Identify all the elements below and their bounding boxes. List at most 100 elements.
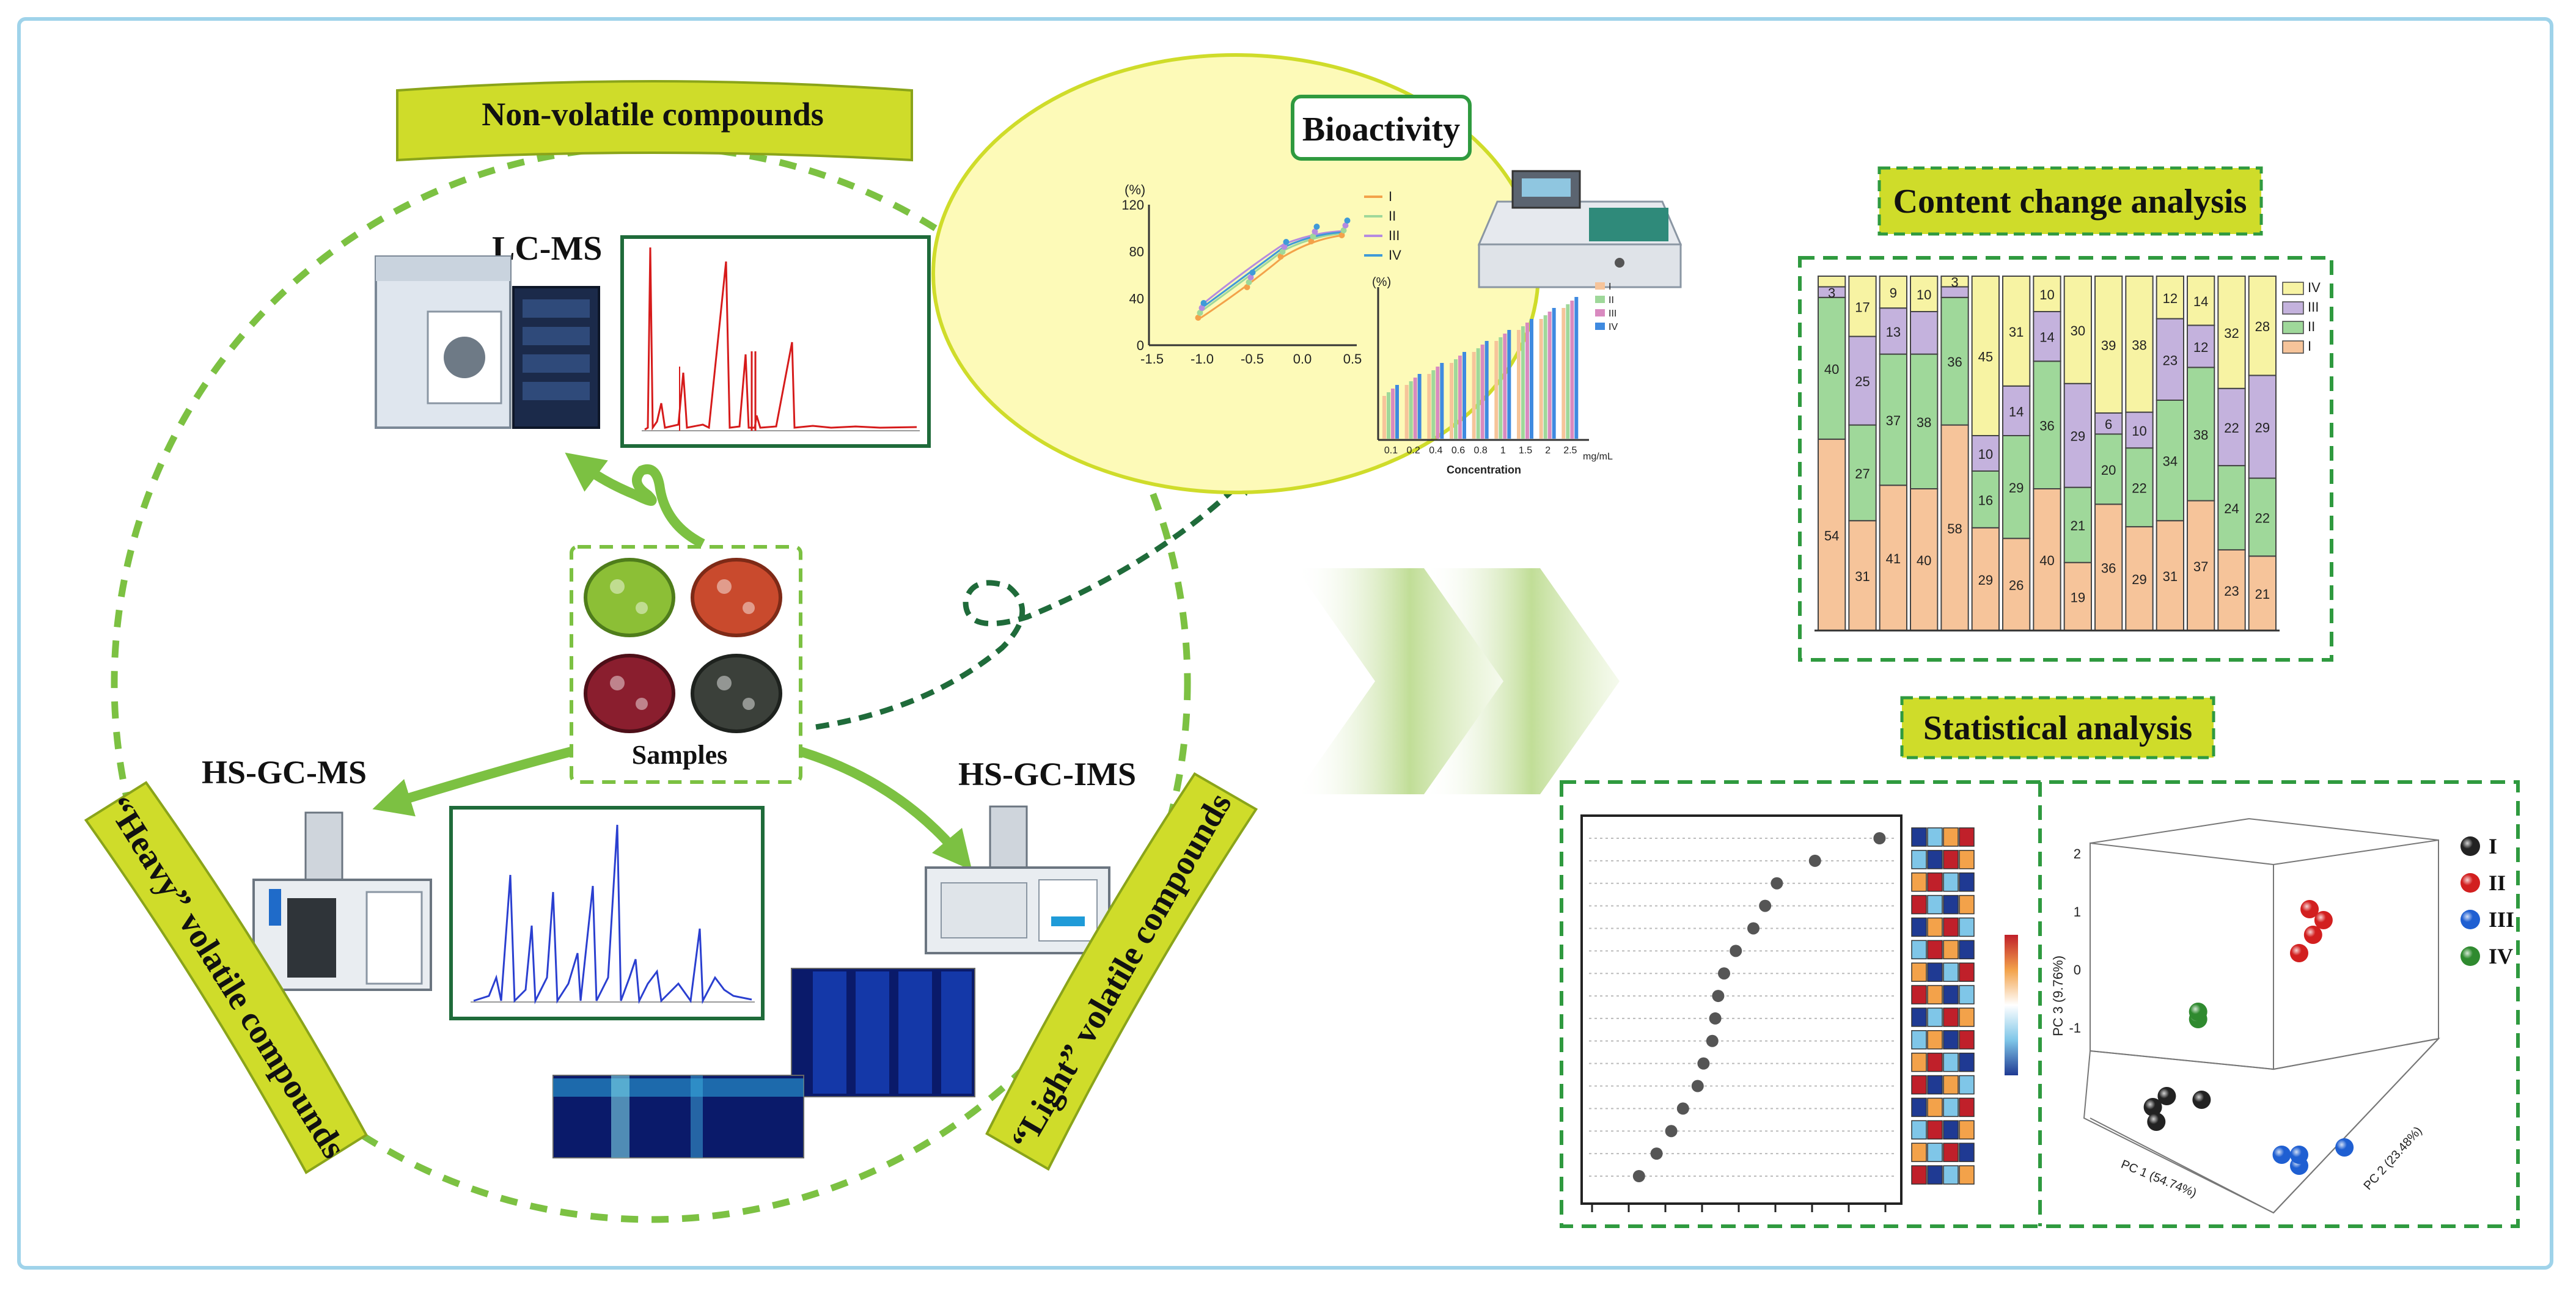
bio-line-point — [1249, 269, 1256, 276]
stack-label: 38 — [2193, 427, 2208, 442]
stack-segment — [2217, 549, 2246, 631]
pca-z-tick: 0 — [2074, 962, 2081, 978]
stack-segment — [2248, 375, 2277, 479]
stack-label: 9 — [1890, 285, 1897, 301]
lollipop-point — [1759, 899, 1772, 912]
pca-point-highlight — [2335, 1138, 2354, 1157]
bio-line-point — [1279, 249, 1286, 255]
bio-bar-xtick: 0.1 — [1384, 445, 1398, 456]
stack-segment — [1971, 435, 2000, 472]
bio-bar — [1417, 374, 1422, 439]
stack-segment — [1971, 276, 2000, 436]
stack-segment — [2033, 311, 2061, 362]
heatmap-cell — [1927, 962, 1943, 982]
bio-line-point — [1197, 310, 1203, 316]
bio-bar — [1525, 323, 1529, 439]
stack-label: 22 — [2132, 481, 2146, 496]
pca-legend-marker-highlight — [2460, 946, 2480, 966]
bio-line-yunit: (%) — [1125, 182, 1145, 197]
stack-segment — [1818, 438, 1846, 631]
bio-line-legend-label: IV — [1389, 247, 1401, 263]
bio-bar — [1431, 370, 1436, 439]
heatmap-cell — [1911, 1097, 1927, 1117]
bio-bar-legend-swatch — [1595, 282, 1605, 290]
bio-bar-xtick: 2 — [1545, 445, 1550, 456]
stack-label: 22 — [2255, 510, 2270, 525]
heatmap-cell — [1943, 1120, 1959, 1140]
stack-legend-swatch — [2282, 321, 2304, 334]
stack-label: 54 — [1824, 528, 1839, 543]
bio-bar — [1472, 352, 1476, 439]
lc-ms-instrument — [375, 255, 600, 429]
pca-3d-plot: 210-1 PC 3 (9.76%) PC 1 (54.74%) PC 2 (2… — [2050, 818, 2514, 1214]
stack-label: 31 — [2009, 324, 2024, 340]
bio-line-point — [1344, 218, 1351, 224]
stack-legend-swatch — [2282, 282, 2304, 295]
bio-bar-legend-label: IV — [1609, 322, 1618, 332]
stack-label: 36 — [2101, 561, 2116, 576]
pca-legend-marker-highlight — [2460, 873, 2480, 893]
pca-point-highlight — [2300, 900, 2319, 918]
lollipop-point — [1650, 1147, 1663, 1160]
heatmap-cell — [1943, 1008, 1959, 1027]
stack-segment — [2063, 486, 2093, 563]
heatmap-cell — [1927, 1030, 1943, 1050]
bio-bar-legend-swatch — [1595, 309, 1605, 316]
stacked-bar-chart: 5440331272517413713940381058363291610452… — [1815, 275, 2321, 632]
stack-legend-label: IV — [2308, 280, 2321, 295]
heatmap-cell — [1959, 1120, 1975, 1140]
bio-bar — [1566, 304, 1570, 439]
bio-line-point — [1277, 254, 1284, 260]
heatmap-cell — [1943, 917, 1959, 937]
heatmap-cell — [1911, 940, 1927, 960]
heatmap-cell — [1959, 940, 1975, 960]
stack-segment — [2002, 435, 2031, 539]
stack-label: 38 — [1917, 415, 1931, 430]
heatmap-colorbar — [2005, 935, 2018, 1075]
pca-point-highlight — [2143, 1098, 2162, 1116]
pca-z-tick: -1 — [2069, 1020, 2081, 1036]
pca-z-tick: 1 — [2074, 904, 2081, 920]
bio-bar-xtick: 0.8 — [1474, 445, 1488, 456]
stack-label: 24 — [2224, 501, 2239, 516]
bio-bar — [1480, 345, 1484, 439]
bio-bar — [1517, 330, 1521, 439]
lollipop-point — [1730, 945, 1742, 957]
stack-segment — [1848, 335, 1877, 426]
heatmap-cell — [1943, 985, 1959, 1004]
heatmap-cell — [1927, 1097, 1943, 1117]
bio-bar — [1413, 378, 1417, 439]
bio-bar — [1521, 326, 1525, 439]
arrow-to-hs-gc-ms — [372, 747, 573, 817]
workflow-circle — [111, 143, 1191, 1223]
bio-line-point — [1340, 227, 1347, 233]
stack-segment — [2002, 385, 2031, 436]
bio-bar — [1440, 363, 1444, 439]
bio-bar — [1450, 363, 1453, 439]
pca-point-highlight — [2192, 1091, 2211, 1109]
stack-legend-label: II — [2308, 319, 2315, 334]
heatmap-cell — [1959, 1165, 1975, 1185]
bio-bar — [1409, 381, 1413, 439]
bio-line-xtick: -0.5 — [1241, 351, 1264, 367]
stack-label: 14 — [2009, 404, 2024, 419]
pca-point-highlight — [2157, 1087, 2176, 1105]
stack-label: 21 — [2071, 518, 2085, 533]
bio-line-ytick: 80 — [1129, 244, 1144, 260]
bio-bar-legend-swatch — [1595, 296, 1605, 303]
stack-label: 39 — [2101, 338, 2116, 353]
stack-label: 3 — [1828, 285, 1835, 301]
stack-label: 29 — [2009, 480, 2024, 496]
stack-label: 30 — [2071, 323, 2085, 338]
stack-segment — [2125, 447, 2154, 528]
stack-segment — [1940, 296, 1969, 426]
heatmap-cell — [1911, 917, 1927, 937]
lollipop-point — [1709, 1012, 1722, 1025]
pca-z-tick: 2 — [2074, 846, 2081, 861]
hs-gc-ms-chromatogram — [449, 806, 765, 1020]
bio-line-point — [1195, 315, 1202, 321]
bio-bar-xtick: 2.5 — [1563, 445, 1577, 456]
non-volatile-label: Non-volatile compounds — [482, 96, 824, 133]
hs-gc-ims-label: HS-GC-IMS — [958, 756, 1136, 792]
